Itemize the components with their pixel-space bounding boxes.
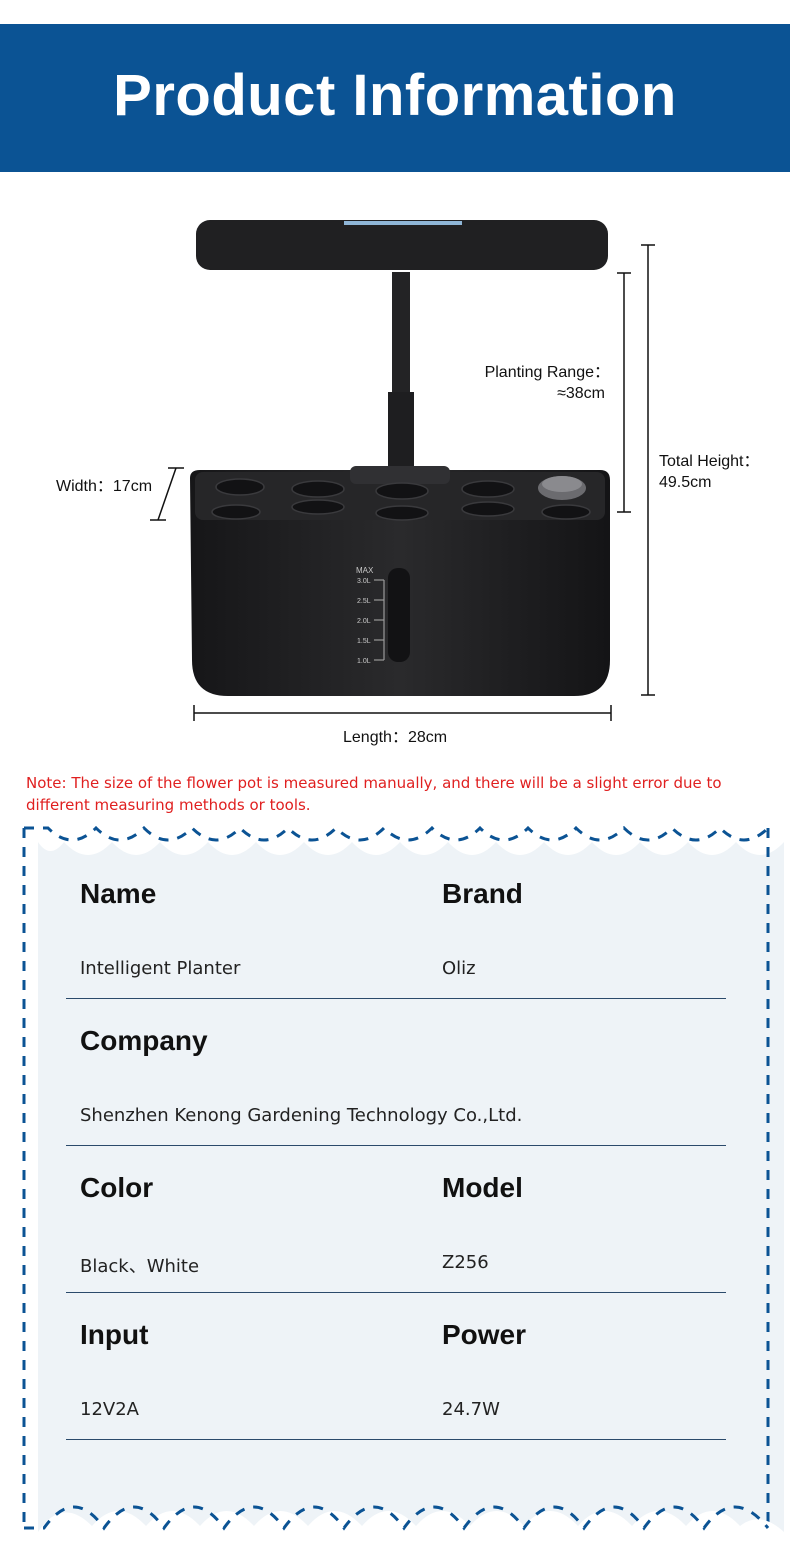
spec-row-name-brand: Name Intelligent Planter Brand Oliz xyxy=(66,852,726,999)
lamp-pole-upper xyxy=(392,272,410,392)
spec-row-color-model: Color Black、White Model Z256 xyxy=(66,1146,726,1293)
spec-label: Input xyxy=(80,1319,149,1350)
scale-tick-label: 1.0L xyxy=(357,658,371,665)
measurement-note: Note: The size of the flower pot is meas… xyxy=(26,774,722,814)
length-label: Length：28cm xyxy=(343,729,448,746)
scale-max-label: MAX xyxy=(356,566,374,575)
spec-table: Name Intelligent Planter Brand Oliz Comp… xyxy=(66,852,726,1440)
spec-row-company: Company Shenzhen Kenong Gardening Techno… xyxy=(66,999,726,1146)
spec-label: Color xyxy=(80,1172,154,1203)
spec-label: Brand xyxy=(442,878,523,909)
header-banner xyxy=(0,24,790,172)
scale-tick-label: 1.5L xyxy=(357,638,371,645)
spec-value: Z256 xyxy=(442,1252,489,1273)
product-illustration: MAX 3.0L 2.5L 2.0L 1.5L 1.0L xyxy=(150,220,655,721)
total-height-label: Total Height： xyxy=(659,453,760,470)
planting-range-label: Planting Range： xyxy=(484,364,610,381)
lamp-light-strip xyxy=(344,221,462,225)
spec-value: Black、White xyxy=(80,1256,200,1277)
dimension-lines xyxy=(150,244,655,721)
water-scale xyxy=(374,579,385,661)
lamp-head xyxy=(196,220,608,270)
spec-value: 12V2A xyxy=(80,1399,139,1420)
width-label: Width：17cm xyxy=(56,478,153,495)
spec-row-input-power: Input 12V2A Power 24.7W xyxy=(66,1293,726,1440)
water-level-window xyxy=(388,568,410,662)
scale-tick-label: 2.5L xyxy=(357,598,371,605)
pole-base xyxy=(350,466,450,484)
spec-value: Shenzhen Kenong Gardening Technology Co.… xyxy=(80,1105,523,1126)
spec-value: 24.7W xyxy=(442,1399,500,1420)
spec-value: Intelligent Planter xyxy=(80,958,241,979)
lamp-pole-lower xyxy=(388,392,414,474)
spec-label: Model xyxy=(442,1172,523,1203)
scale-tick-label: 3.0L xyxy=(357,578,371,585)
planting-range-value: ≈38cm xyxy=(557,385,605,402)
spec-label: Power xyxy=(442,1319,527,1350)
scale-tick-label: 2.0L xyxy=(357,618,371,625)
total-height-value: 49.5cm xyxy=(659,474,712,491)
spec-value: Oliz xyxy=(442,958,476,979)
page-title: Product Information xyxy=(113,63,677,128)
spec-panel-border xyxy=(22,825,784,1559)
planting-pods xyxy=(211,478,591,521)
spec-panel xyxy=(38,836,784,1546)
spec-label: Name xyxy=(80,878,157,909)
spec-label: Company xyxy=(80,1025,208,1056)
